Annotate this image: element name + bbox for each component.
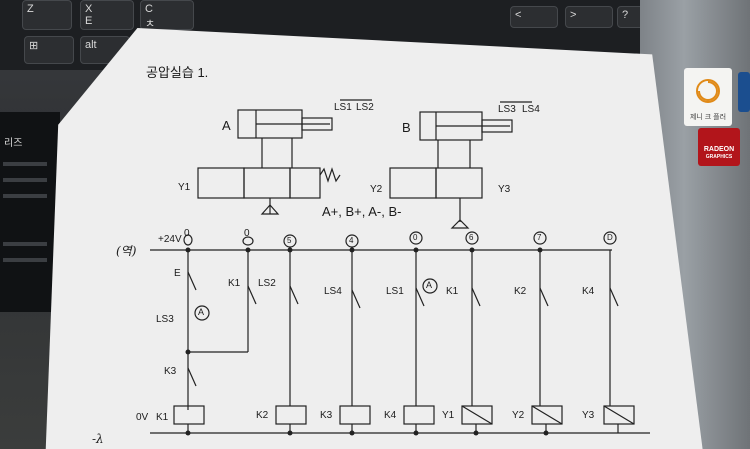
left-k3-label: K3 <box>164 366 177 377</box>
contact-ls2-label: LS2 <box>258 278 276 289</box>
ls1-top-label: LS1 <box>334 102 352 113</box>
hand-note-bottom: -λ <box>92 432 104 446</box>
supply-label: +24V <box>158 234 182 245</box>
cylinder-b-label: B <box>402 120 411 135</box>
valve-y2-label: Y2 <box>370 184 383 195</box>
background-monitor: 리즈 <box>0 112 60 312</box>
coil-k2-label: K2 <box>256 410 269 421</box>
key-lt[interactable]: < <box>510 6 558 28</box>
coil-y1-label: Y1 <box>442 410 455 421</box>
coil-k4-label: K4 <box>384 410 397 421</box>
col-num-6: 6 <box>469 233 474 242</box>
key-z[interactable]: Z <box>22 0 72 30</box>
intel-sticker: 제니 크 플러 <box>684 68 732 126</box>
left-ls3-label: LS3 <box>156 314 174 325</box>
col-num-7: 7 <box>537 233 542 242</box>
mark-a-left: A <box>198 307 205 317</box>
key-windows[interactable]: ⊞ <box>24 36 74 64</box>
contact-k1-label: K1 <box>228 278 241 289</box>
contact-e-label: E <box>174 268 181 279</box>
paper-title: 공압실습 1. <box>146 65 209 80</box>
coil-y3-label: Y3 <box>582 410 595 421</box>
contact-k4-label: K4 <box>582 286 595 297</box>
col-num-8: D <box>607 233 613 242</box>
mark-a-right: A <box>426 280 433 290</box>
col-num-3: 5 <box>287 236 292 245</box>
hand-note-top: (역) <box>116 244 137 258</box>
ls2-top-label: LS2 <box>356 102 374 113</box>
coil-k1-label: K1 <box>156 412 169 423</box>
contact-k2-label: K2 <box>514 286 527 297</box>
ground-label: 0V <box>136 412 149 423</box>
cylinder-a-label: A <box>222 118 231 133</box>
col-num-1: 0 <box>184 228 190 239</box>
contact-ls4-label: LS4 <box>324 286 342 297</box>
windows-icon: ⊞ <box>29 40 39 52</box>
valve-y1-label: Y1 <box>178 182 191 193</box>
contact-ls1-label: LS1 <box>386 286 404 297</box>
key-gt[interactable]: > <box>565 6 613 28</box>
coil-k3-label: K3 <box>320 410 333 421</box>
contact-k1b-label: K1 <box>446 286 459 297</box>
coil-y2-label: Y2 <box>512 410 525 421</box>
paper-sheet <box>45 28 705 449</box>
col-num-5: 0 <box>413 233 418 242</box>
blue-sticker <box>738 72 750 112</box>
valve-y3-label: Y3 <box>498 184 511 195</box>
monitor-title: 리즈 <box>4 138 23 149</box>
swirl-icon <box>696 79 720 103</box>
ls3-top-label: LS3 <box>498 104 516 115</box>
ls4-top-label: LS4 <box>522 104 540 115</box>
sequence-text: A+, B+, A-, B- <box>322 204 402 219</box>
col-num-2: 0 <box>244 228 250 239</box>
col-num-4: 4 <box>349 236 354 245</box>
